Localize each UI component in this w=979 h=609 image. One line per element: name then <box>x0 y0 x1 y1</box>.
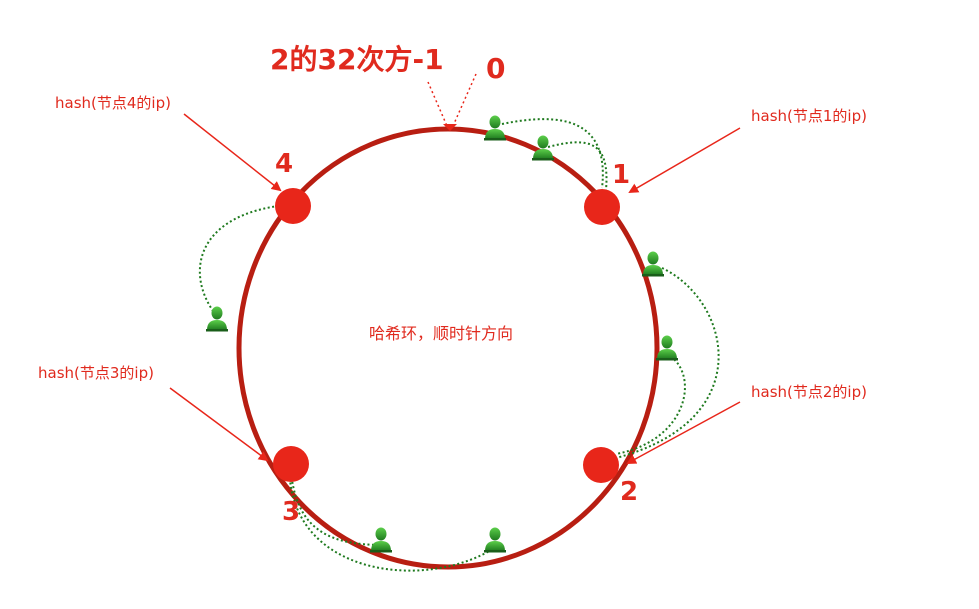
arrow-hash-node3 <box>169 387 269 462</box>
user-mapping-curves <box>198 118 720 572</box>
hash-node3-label: hash(节点3的ip) <box>38 364 154 382</box>
node-3-label: 3 <box>282 497 300 527</box>
user-icon <box>484 115 506 141</box>
node-1-dot <box>584 189 620 225</box>
user-icon <box>642 251 664 277</box>
top-marker-arrowhead <box>443 124 457 131</box>
node-2-label: 2 <box>620 477 638 507</box>
curve-u1-node1 <box>501 118 604 189</box>
hash-node4-label: hash(节点4的ip) <box>55 94 171 112</box>
hash-node1-label: hash(节点1的ip) <box>751 107 867 125</box>
hash-node2-label: hash(节点2的ip) <box>751 383 867 401</box>
curve-u4-node2 <box>615 353 686 455</box>
top-dotted-arrow-left <box>427 81 448 127</box>
user-icon <box>484 527 506 553</box>
arrow-hash-node4 <box>183 113 282 192</box>
node-1-label: 1 <box>612 160 630 190</box>
curve-u6-node3 <box>289 479 497 572</box>
zero-label: 0 <box>486 52 505 85</box>
node-4-dot <box>275 188 311 224</box>
max-value-label: 2的32次方-1 <box>270 43 444 76</box>
ring-center-label: 哈希环，顺时针方向 <box>369 324 513 343</box>
curve-u2-node1 <box>547 141 608 191</box>
arrow-hash-node2 <box>626 401 741 464</box>
curve-u7-node4 <box>198 205 279 316</box>
node-2-dot <box>583 447 619 483</box>
arrow-hash-node1 <box>628 127 741 194</box>
curve-u5-node3 <box>291 479 384 546</box>
node-4-label: 4 <box>275 149 293 179</box>
top-dotted-arrow-right <box>452 73 477 127</box>
user-icon <box>370 527 392 553</box>
node-3-dot <box>273 446 309 482</box>
user-icon <box>206 306 228 332</box>
